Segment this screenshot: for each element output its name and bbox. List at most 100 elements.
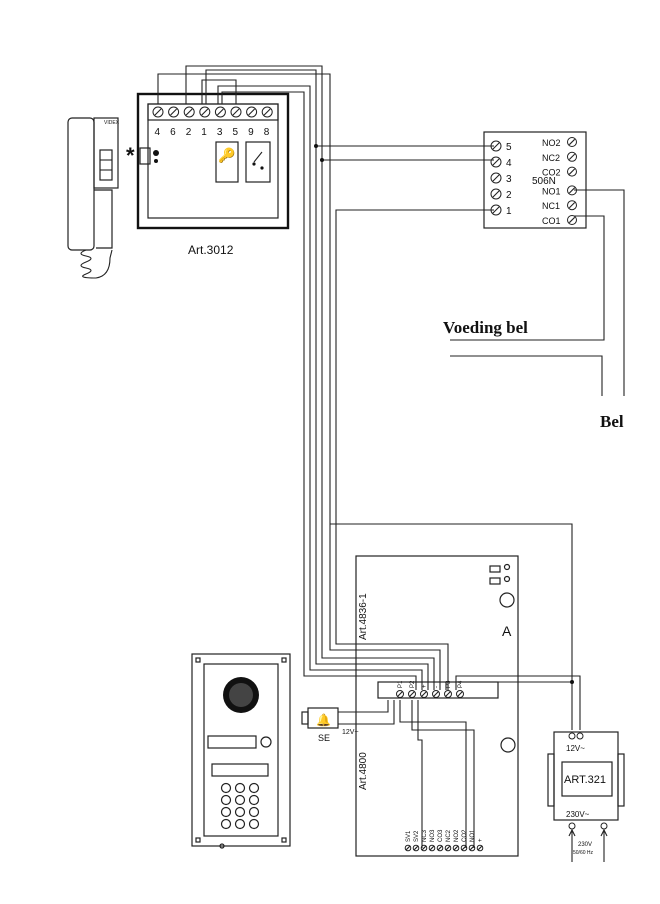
intercom-handset: VIDEX [67,117,120,279]
relay-terminal-label: 3 [506,174,512,185]
art3012-terminal-label: 6 [170,127,176,138]
art4800-bottom-terminal [428,844,436,852]
voeding-bel-label: Voeding bel [443,318,528,337]
handset-cord [80,249,113,279]
call-push-button [260,736,272,748]
art4800-top-terminal-label: + [422,684,428,688]
art4800-internal-wiring [399,700,475,848]
art4800-bottom-terminal [476,844,484,852]
art4800-top-terminal [456,690,464,698]
electric-lock: 🔔 [301,700,395,729]
relay-terminal-nc2 [567,151,577,162]
art4800-top-terminal [396,690,404,698]
art4800-bottom-terminal-label: SV1 [406,830,412,842]
lock-voltage: 12V~ [342,729,359,736]
keypad-key [248,794,260,806]
relay-terminal-label: NC1 [542,201,560,211]
art4800-bottom-terminal-label: NC2 [446,829,452,842]
art4800-bottom-terminal-label: + [478,838,484,842]
art3012-terminal-label: 8 [264,127,270,138]
art4800-bottom-terminal [460,844,468,852]
art4836-module [355,555,519,857]
art3012-terminal-3 [214,106,226,118]
relay-terminal-no2 [567,137,577,147]
art4800-top-terminal [444,690,452,698]
art3012-terminal-9 [246,106,258,118]
art4800-top-terminal-label: - [434,686,440,688]
art4836-label: Art.4836-1 [358,593,369,640]
art4800-top-terminal [420,690,428,698]
relay-terminal-1 [490,204,502,216]
door-entry-panel [191,653,291,849]
art3012-terminal-4 [152,106,164,118]
art3012-label: Art.3012 [188,243,234,257]
relay-terminal-label: 5 [506,142,512,153]
art4800-top-terminal-label: P2 [410,680,416,688]
art4800-bottom-terminal-label: NO1 [470,829,476,842]
key-icon: 🔑 [218,146,236,164]
art3012-connector [139,147,151,165]
relay-terminal-label: CO2 [542,168,561,178]
art4800-top-terminal-label: P3 [446,680,452,688]
art4800-top-terminal-label: P4 [458,680,464,688]
art3012-terminal-label: 4 [155,127,161,138]
art4800-top-terminal-label: P1 [398,680,404,688]
art4800-bottom-terminal-label: NO3 [430,829,436,842]
lock-label: SE [318,733,330,743]
keypad-key [234,782,246,794]
art4800-top-terminals: P1 P2 + - P3 P4 [396,680,464,698]
relay-506n-label: 506N [532,176,556,187]
keypad-key [220,818,232,830]
mains-voltage: 230V [578,842,592,848]
relay-terminal-label: 4 [506,158,512,169]
relay-terminal-label: NC2 [542,153,560,163]
art321-input: 230V~ [566,810,590,819]
relay-terminal-co1 [567,215,577,225]
relay-terminal-co2 [567,166,577,177]
art4800-bottom-terminal-label: CO3 [438,829,444,842]
art4800-bottom-terminal [404,844,412,852]
art3012-terminal-label: 2 [186,127,192,138]
art4800-bottom-terminal-label: NC3 [422,829,428,842]
relay-terminal-label: NO2 [542,138,561,148]
relay-terminal-4 [490,156,502,168]
art4800-bottom-terminal-label: SV2 [414,830,420,842]
main-cable-bundle [157,65,581,730]
art3012-terminal-5 [230,106,242,118]
keypad-key [248,818,260,830]
bel-label: Bel [600,412,624,431]
art4800-bottom-terminal [412,844,420,852]
art3012-terminal-label: 5 [233,127,239,138]
art321-power-supply [547,731,625,862]
art321-label: ART.321 [564,774,606,786]
keypad [220,782,260,830]
art4800-bottom-terminal-label: CO2 [462,829,468,842]
keypad-key [220,806,232,818]
art3012-terminal-1 [199,106,211,118]
keypad-key [248,782,260,794]
bell-wiring [450,189,625,396]
art4800-bottom-terminal [420,844,428,852]
relay-terminal-nc1 [567,200,577,211]
art4836-marker: A [502,623,512,639]
art4800-bottom-terminal [468,844,476,852]
relay-terminal-label: CO1 [542,216,561,226]
bell-icon: 🔔 [316,713,331,727]
keypad-key [220,794,232,806]
mains-frequency: 50/60 Hz [573,850,594,856]
keypad-display [211,763,269,777]
handset-brand: VIDEX [104,120,120,126]
relay-terminal-3 [490,172,502,184]
name-plate [207,735,257,749]
art4800-bottom-terminal [436,844,444,852]
art321-output: 12V~ [566,744,585,753]
asterisk-marker: * [126,143,135,168]
call-button [245,141,271,183]
art3012-terminal-label: 1 [201,127,207,138]
art3012-terminal-label: 9 [248,127,254,138]
relay-terminal-label: 2 [506,190,512,201]
